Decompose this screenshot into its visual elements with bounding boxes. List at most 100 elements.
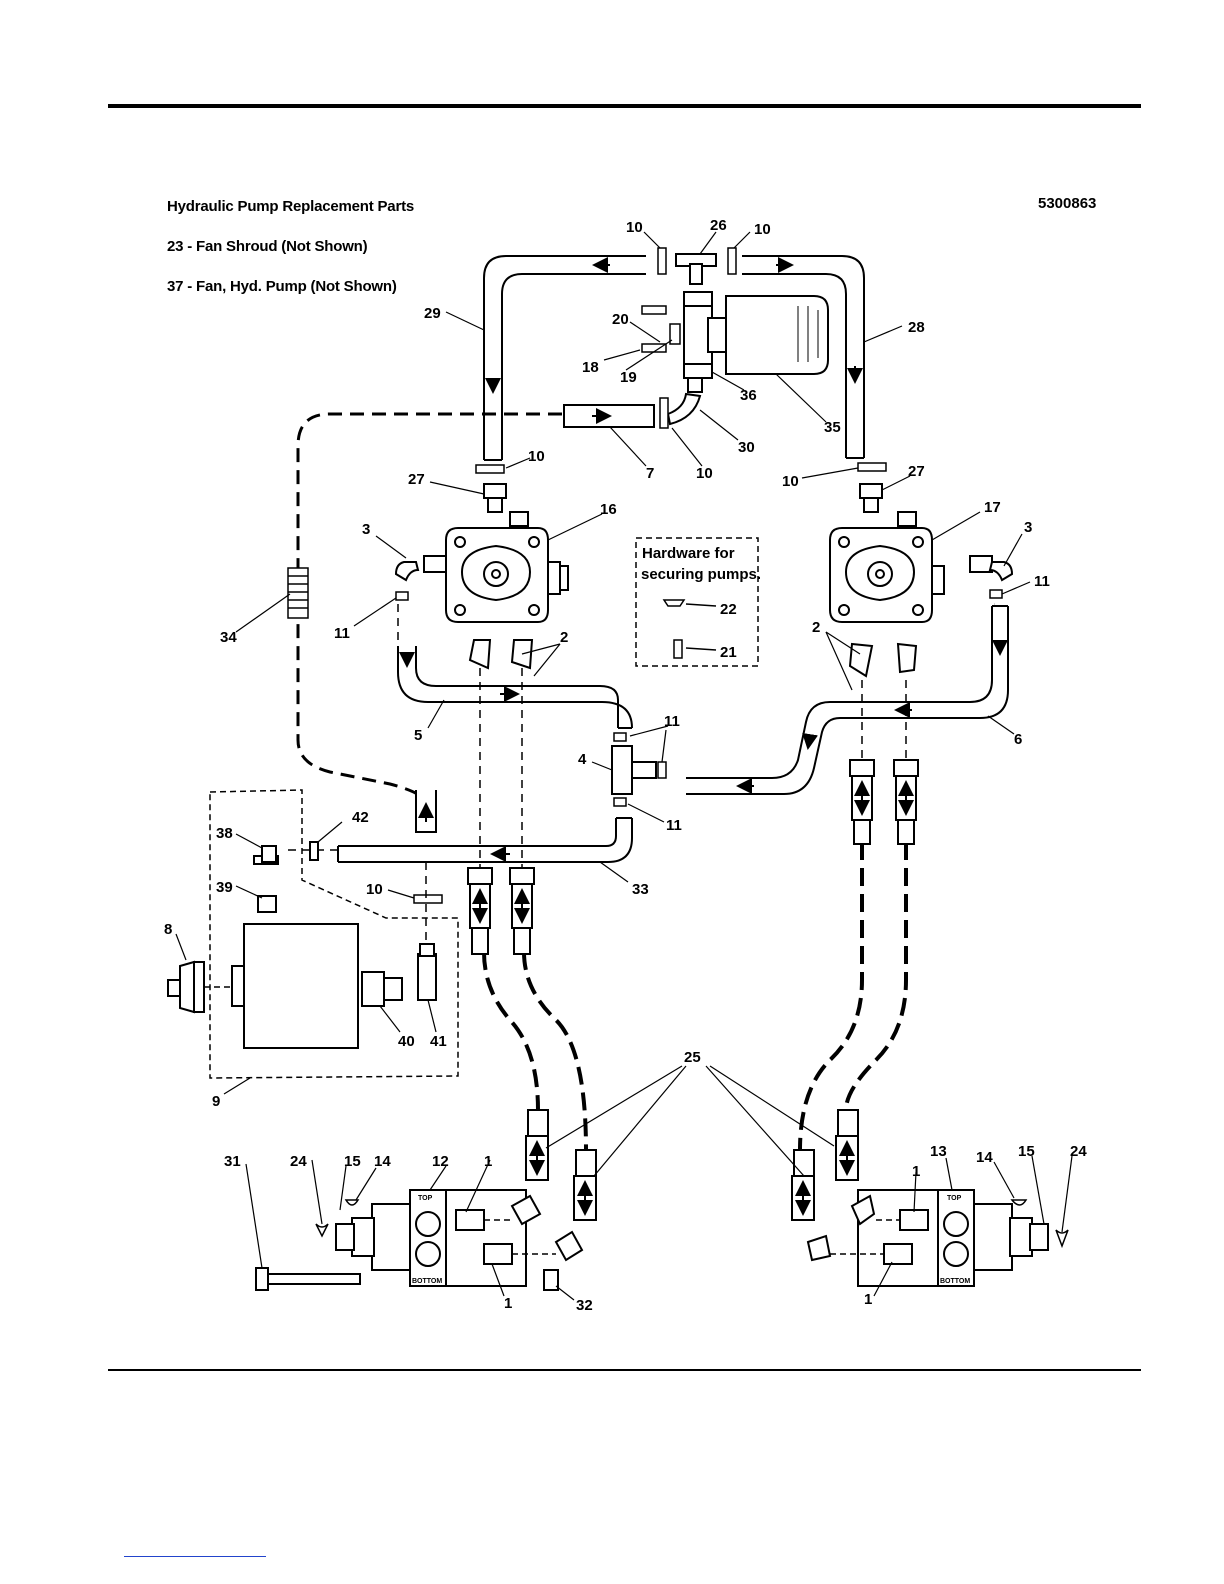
callout-numbers: 10 26 10 29 28 20 18 19 36 35 30 10 7 10… bbox=[164, 217, 1087, 1314]
callout-36: 36 bbox=[740, 387, 757, 404]
callout-10: 10 bbox=[366, 881, 383, 898]
strainer-34 bbox=[287, 567, 309, 619]
note-fan-pump: 37 - Fan, Hyd. Pump (Not Shown) bbox=[167, 278, 397, 295]
callout-14: 14 bbox=[374, 1153, 391, 1170]
leader-lines bbox=[175, 231, 1073, 1301]
callout-2: 2 bbox=[812, 619, 820, 636]
elbow-30 bbox=[666, 377, 703, 426]
callout-19: 19 bbox=[620, 369, 637, 386]
callout-12: 12 bbox=[432, 1153, 449, 1170]
callout-7: 7 bbox=[646, 465, 654, 482]
callout-39: 39 bbox=[216, 879, 233, 896]
callout-33: 33 bbox=[632, 881, 649, 898]
tank-cap-8 bbox=[167, 960, 205, 1014]
pump-17 bbox=[829, 483, 1014, 678]
valve-right-top-label: TOP bbox=[947, 1195, 962, 1202]
callout-3: 3 bbox=[1024, 519, 1032, 536]
hose-33 bbox=[337, 817, 633, 863]
pump-16 bbox=[394, 483, 569, 670]
callout-27: 27 bbox=[908, 463, 925, 480]
valve-right-13 bbox=[857, 1189, 1049, 1287]
hose-7 bbox=[563, 404, 655, 428]
callout-32: 32 bbox=[576, 1297, 593, 1314]
callout-15: 15 bbox=[344, 1153, 361, 1170]
callout-14: 14 bbox=[976, 1149, 993, 1166]
callout-5: 5 bbox=[414, 727, 422, 744]
reservoir-group-9 bbox=[209, 789, 459, 1079]
callout-8: 8 bbox=[164, 921, 172, 938]
hoses-25 bbox=[482, 842, 908, 1151]
callout-25: 25 bbox=[684, 1049, 701, 1066]
valve-left-bottom-label: BOTTOM bbox=[412, 1278, 442, 1285]
callout-16: 16 bbox=[600, 501, 617, 518]
callout-26: 26 bbox=[710, 217, 727, 234]
hose-6 bbox=[686, 605, 1009, 795]
top-rule bbox=[108, 104, 1141, 108]
valve-right-bottom-label: BOTTOM bbox=[940, 1278, 970, 1285]
callout-1: 1 bbox=[484, 1153, 492, 1170]
filter-head-36 bbox=[683, 291, 727, 379]
callout-15: 15 bbox=[1018, 1143, 1035, 1160]
callout-10: 10 bbox=[626, 219, 643, 236]
suction-line-34 bbox=[296, 412, 562, 801]
callout-22: 22 bbox=[720, 601, 737, 618]
valve-left-12 bbox=[335, 1189, 527, 1287]
valve-elbow-fittings bbox=[510, 1194, 876, 1262]
callout-10: 10 bbox=[782, 473, 799, 490]
callout-11: 11 bbox=[334, 625, 350, 642]
callout-2: 2 bbox=[560, 629, 568, 646]
flow-arrows bbox=[399, 257, 1008, 862]
callout-17: 17 bbox=[984, 499, 1001, 516]
callout-24: 24 bbox=[1070, 1143, 1087, 1160]
callout-30: 30 bbox=[738, 439, 755, 456]
callout-29: 29 bbox=[424, 305, 441, 322]
callout-38: 38 bbox=[216, 825, 233, 842]
bolt-31 bbox=[255, 1267, 361, 1291]
callout-34: 34 bbox=[220, 629, 237, 646]
callout-41: 41 bbox=[430, 1033, 447, 1050]
callout-10: 10 bbox=[528, 448, 545, 465]
callout-24: 24 bbox=[290, 1153, 307, 1170]
valve-small-parts bbox=[315, 1199, 1069, 1249]
callout-10: 10 bbox=[754, 221, 771, 238]
drawing-number: 5300863 bbox=[1038, 195, 1097, 212]
callout-11: 11 bbox=[664, 713, 680, 730]
callout-20: 20 bbox=[612, 311, 629, 328]
callout-1: 1 bbox=[504, 1295, 512, 1312]
fittings-11 bbox=[395, 589, 1003, 807]
hose-29 bbox=[483, 255, 646, 461]
bottom-rule bbox=[108, 1369, 1141, 1371]
callout-31: 31 bbox=[224, 1153, 241, 1170]
hardware-box-line-1: Hardware for bbox=[642, 545, 735, 562]
valve-left-top-label: TOP bbox=[418, 1195, 433, 1202]
valve-dashed-lines bbox=[484, 1219, 900, 1255]
hose-28 bbox=[742, 255, 865, 459]
hardware-box-line-2: securing pumps. bbox=[641, 566, 761, 583]
tee-fitting-26 bbox=[675, 253, 717, 285]
diagram-title: Hydraulic Pump Replacement Parts bbox=[167, 198, 415, 215]
hose-end-fittings bbox=[467, 759, 919, 1221]
callout-40: 40 bbox=[398, 1033, 415, 1050]
callout-10: 10 bbox=[696, 465, 713, 482]
callout-42: 42 bbox=[352, 809, 369, 826]
footer-link-underline[interactable] bbox=[124, 1556, 266, 1557]
oil-filter-35 bbox=[725, 295, 829, 375]
callout-1: 1 bbox=[912, 1163, 920, 1180]
callout-35: 35 bbox=[824, 419, 841, 436]
callout-3: 3 bbox=[362, 521, 370, 538]
callout-11: 11 bbox=[1034, 573, 1050, 590]
reservoir-tank bbox=[231, 841, 437, 1049]
callout-6: 6 bbox=[1014, 731, 1022, 748]
note-fan-shroud: 23 - Fan Shroud (Not Shown) bbox=[167, 238, 368, 255]
callout-9: 9 bbox=[212, 1093, 220, 1110]
double-arrows bbox=[472, 780, 914, 1216]
filter-hardware bbox=[641, 305, 681, 353]
callout-28: 28 bbox=[908, 319, 925, 336]
hose-clamps-10 bbox=[413, 247, 887, 904]
hardware-box bbox=[635, 537, 759, 667]
callout-18: 18 bbox=[582, 359, 599, 376]
tee-4 bbox=[611, 745, 657, 795]
callout-27: 27 bbox=[408, 471, 425, 488]
callout-1: 1 bbox=[864, 1291, 872, 1308]
